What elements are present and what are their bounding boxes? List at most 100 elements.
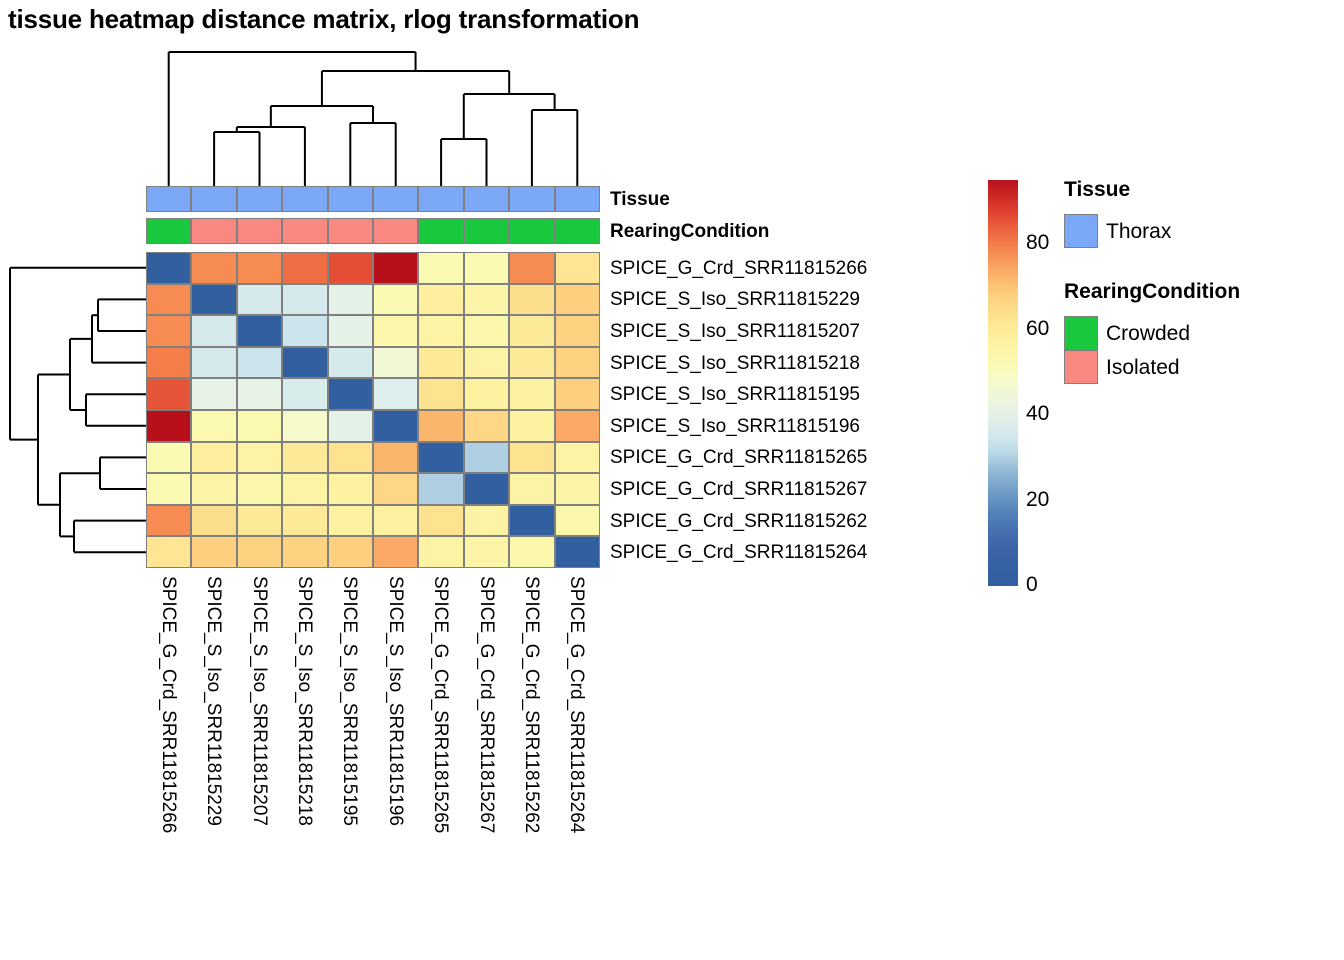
column-label: SPICE_G_Crd_SRR11815262 bbox=[520, 576, 542, 834]
heatmap-cell bbox=[191, 252, 237, 284]
tissue-annotation-cell bbox=[463, 186, 510, 212]
colorbar-tick-label: 60 bbox=[1026, 316, 1050, 340]
rearing-annotation-cell bbox=[327, 218, 374, 244]
row-label: SPICE_G_Crd_SRR11815262 bbox=[610, 510, 868, 532]
heatmap-cell bbox=[146, 410, 192, 442]
heatmap-cell bbox=[373, 378, 419, 410]
rearing-annotation-cell bbox=[236, 218, 283, 244]
heatmap-cell bbox=[236, 346, 283, 379]
page-title: tissue heatmap distance matrix, rlog tra… bbox=[8, 4, 640, 34]
rearing-legend-label-crowded: Crowded bbox=[1106, 322, 1191, 345]
heatmap-cell bbox=[418, 410, 464, 442]
heatmap-cell bbox=[282, 315, 328, 347]
heatmap-cell bbox=[509, 346, 555, 379]
tissue-annotation-cell bbox=[554, 186, 601, 212]
heatmap-cell bbox=[554, 252, 600, 284]
colorbar bbox=[988, 180, 1018, 586]
rearing-annotation-label: RearingCondition bbox=[610, 221, 770, 242]
rearing-legend-title: RearingCondition bbox=[1064, 280, 1241, 303]
heatmap-cell bbox=[554, 473, 600, 505]
heatmap-cell bbox=[327, 252, 373, 284]
rearing-annotation-cell bbox=[509, 218, 555, 244]
column-label: SPICE_S_Iso_SRR11815195 bbox=[339, 576, 361, 826]
heatmap-cell bbox=[554, 378, 600, 410]
heatmap-cell bbox=[463, 536, 510, 568]
heatmap-cell bbox=[373, 410, 419, 442]
tissue-legend-title: Tissue bbox=[1064, 178, 1131, 201]
heatmap-cell bbox=[373, 283, 419, 316]
heatmap-cell bbox=[146, 315, 192, 347]
heatmap-cell bbox=[236, 283, 283, 316]
heatmap-cell bbox=[191, 346, 237, 379]
tissue-annotation-cell bbox=[327, 186, 374, 212]
column-label: SPICE_S_Iso_SRR11815196 bbox=[384, 576, 406, 826]
heatmap-cell bbox=[191, 283, 237, 316]
heatmap-cell bbox=[554, 283, 600, 316]
heatmap-cell bbox=[282, 504, 328, 537]
row-label: SPICE_S_Iso_SRR11815229 bbox=[610, 289, 860, 311]
heatmap-cell bbox=[236, 315, 283, 347]
heatmap-cell bbox=[146, 504, 192, 537]
rearing-legend-label-isolated: Isolated bbox=[1106, 356, 1180, 379]
heatmap-cell bbox=[282, 252, 328, 284]
heatmap-cell bbox=[463, 473, 510, 505]
rearing-legend-swatch-crowded bbox=[1064, 316, 1098, 350]
heatmap-cell bbox=[191, 315, 237, 347]
heatmap-cell bbox=[373, 536, 419, 568]
rearing-annotation-cell bbox=[554, 218, 601, 244]
heatmap-cell bbox=[373, 473, 419, 505]
column-label: SPICE_G_Crd_SRR11815265 bbox=[430, 576, 452, 834]
colorbar-tick-label: 80 bbox=[1026, 231, 1050, 255]
heatmap-cell bbox=[236, 410, 283, 442]
heatmap-cell bbox=[373, 441, 419, 474]
heatmap-cell bbox=[282, 441, 328, 474]
heatmap-cell bbox=[282, 378, 328, 410]
heatmap-cell bbox=[327, 473, 373, 505]
heatmap-cell bbox=[554, 410, 600, 442]
tissue-annotation-cell bbox=[282, 186, 328, 212]
heatmap-cell bbox=[554, 504, 600, 537]
heatmap-cell bbox=[509, 473, 555, 505]
heatmap-cell bbox=[463, 410, 510, 442]
heatmap-cell bbox=[554, 536, 600, 568]
rearing-annotation-cell bbox=[418, 218, 464, 244]
column-label: SPICE_G_Crd_SRR11815267 bbox=[475, 576, 497, 834]
colorbar-tick-label: 20 bbox=[1026, 487, 1050, 511]
heatmap-cell bbox=[282, 536, 328, 568]
heatmap-cell bbox=[236, 473, 283, 505]
row-label: SPICE_G_Crd_SRR11815267 bbox=[610, 479, 868, 500]
heatmap-cell bbox=[191, 410, 237, 442]
heatmap-cell bbox=[418, 473, 464, 505]
heatmap-cell bbox=[418, 252, 464, 284]
heatmap-cell bbox=[191, 473, 237, 505]
heatmap-cell bbox=[327, 315, 373, 347]
tissue-annotation-cell bbox=[418, 186, 464, 212]
heatmap-cell bbox=[282, 346, 328, 379]
column-dendrogram bbox=[146, 50, 600, 186]
column-label: SPICE_G_Crd_SRR11815264 bbox=[566, 576, 588, 834]
heatmap-cell bbox=[509, 441, 555, 474]
heatmap-cell bbox=[509, 252, 555, 284]
tissue-annotation-cell bbox=[146, 186, 192, 212]
rearing-annotation-cell bbox=[463, 218, 510, 244]
column-label: SPICE_S_Iso_SRR11815218 bbox=[293, 576, 315, 826]
heatmap-cell bbox=[191, 378, 237, 410]
row-label: SPICE_G_Crd_SRR11815264 bbox=[610, 542, 868, 564]
heatmap-cell bbox=[463, 315, 510, 347]
heatmap-cell bbox=[373, 504, 419, 537]
heatmap-cell bbox=[146, 473, 192, 505]
heatmap-cell bbox=[191, 441, 237, 474]
heatmap-cell bbox=[418, 504, 464, 537]
heatmap-cell bbox=[373, 315, 419, 347]
heatmap-cell bbox=[236, 378, 283, 410]
heatmap-cell bbox=[146, 283, 192, 316]
row-dendrogram bbox=[6, 252, 146, 568]
heatmap-cell bbox=[146, 252, 192, 284]
tissue-annotation-cell bbox=[509, 186, 555, 212]
heatmap-cell bbox=[418, 441, 464, 474]
heatmap-cell bbox=[327, 410, 373, 442]
rearing-annotation-cell bbox=[191, 218, 237, 244]
tissue-annotation-label: Tissue bbox=[610, 189, 670, 210]
column-label: SPICE_S_Iso_SRR11815229 bbox=[203, 576, 225, 826]
